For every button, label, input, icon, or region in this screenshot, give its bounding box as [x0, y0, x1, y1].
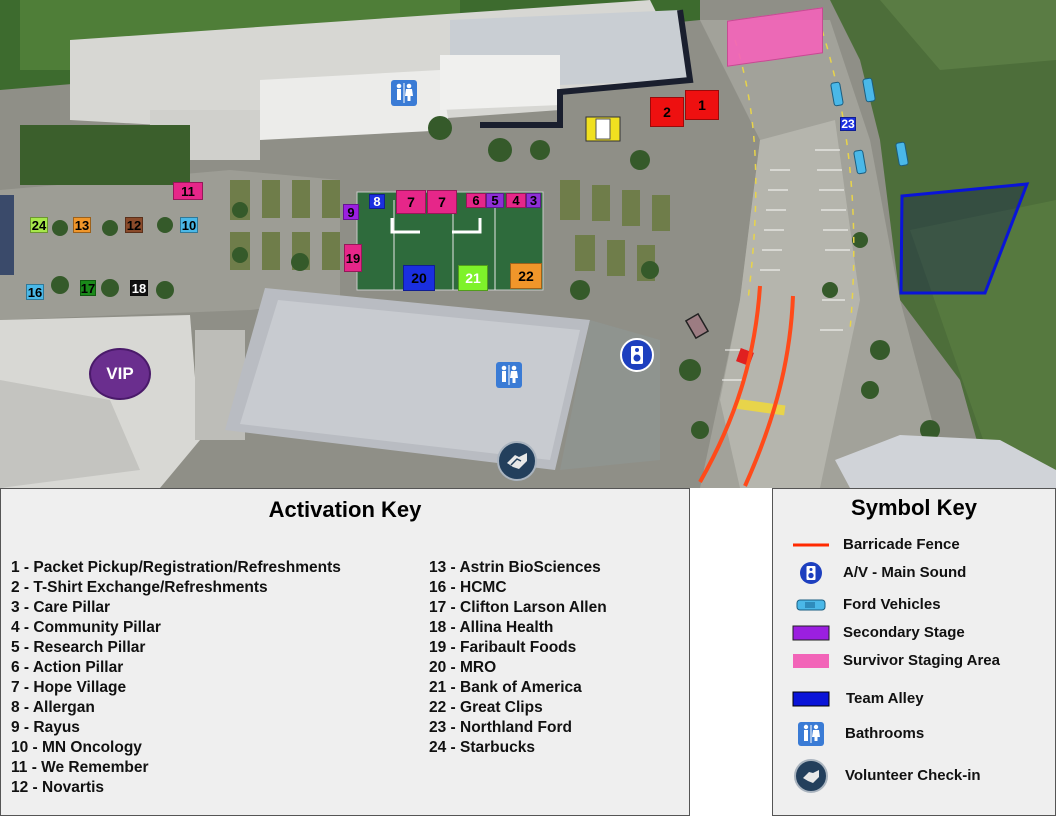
- activation-key-item: 8 - Allergan: [11, 699, 95, 716]
- team-alley-area: [698, 182, 1030, 487]
- activation-key-item: 21 - Bank of America: [429, 679, 582, 696]
- symbol-row-team-alley: Team Alley: [791, 687, 1051, 711]
- team-alley-swatch-icon: [792, 691, 830, 707]
- activation-key-item: 18 - Allina Health: [429, 619, 554, 636]
- marker-19: 19: [344, 244, 362, 272]
- marker-16: 16: [26, 284, 44, 300]
- bathroom-icon: [496, 362, 522, 388]
- symbol-row-volunteer: Volunteer Check-in: [791, 759, 1051, 793]
- symbol-row-secondary-stage: Secondary Stage: [791, 621, 1051, 645]
- symbol-row-bathrooms: Bathrooms: [791, 721, 1051, 751]
- marker-7-left: 7: [396, 190, 426, 214]
- symbol-label: Volunteer Check-in: [845, 767, 981, 784]
- marker-1: 1: [685, 90, 719, 120]
- symbol-label: Bathrooms: [845, 725, 925, 742]
- activation-key-panel: Activation Key 1 - Packet Pickup/Registr…: [0, 488, 690, 816]
- marker-2: 2: [650, 97, 684, 127]
- symbol-label: A/V - Main Sound: [843, 564, 967, 581]
- marker-17: 17: [80, 280, 96, 296]
- marker-23: 23: [840, 117, 856, 131]
- symbol-key-panel: Symbol Key Barricade Fence A/V - Main So…: [772, 488, 1056, 816]
- symbol-label: Survivor Staging Area: [843, 652, 1000, 669]
- activation-key-item: 6 - Action Pillar: [11, 659, 124, 676]
- marker-10: 10: [180, 217, 198, 233]
- symbol-key-title: Symbol Key: [851, 495, 977, 520]
- symbol-label: Team Alley: [846, 690, 924, 707]
- marker-5: 5: [486, 193, 504, 208]
- marker-12: 12: [125, 217, 143, 233]
- speaker-icon: [800, 562, 822, 584]
- activation-key-title: Activation Key: [268, 497, 422, 522]
- marker-3: 3: [526, 193, 541, 208]
- marker-6: 6: [466, 193, 486, 208]
- activation-key-item: 11 - We Remember: [11, 759, 149, 776]
- marker-7-right: 7: [427, 190, 457, 214]
- symbol-label: Barricade Fence: [843, 536, 960, 553]
- barricade-line-icon: [793, 543, 829, 547]
- marker-21: 21: [458, 265, 488, 291]
- marker-24: 24: [30, 217, 48, 233]
- activation-key-item: 9 - Rayus: [11, 719, 80, 736]
- bathroom-icon: [391, 80, 417, 106]
- ford-vehicle-icon: [796, 599, 826, 611]
- activation-key-item: 7 - Hope Village: [11, 679, 127, 696]
- speaker-icon: [620, 338, 654, 372]
- secondary-stage-swatch-icon: [792, 625, 830, 641]
- symbol-row-barricade: Barricade Fence: [791, 533, 1051, 557]
- aerial-map: 1 2 3 4 5 6 7 7 8 9 10 11 12 13 16 17 18…: [0, 0, 1056, 488]
- activation-key-item: 10 - MN Oncology: [11, 739, 142, 756]
- activation-key-item: 19 - Faribault Foods: [429, 639, 577, 656]
- symbol-row-survivor-staging: Survivor Staging Area: [791, 649, 1051, 673]
- vip-label: VIP: [106, 364, 134, 383]
- activation-key-item: 4 - Community Pillar: [11, 619, 161, 636]
- activation-key-item: 12 - Novartis: [11, 779, 105, 796]
- marker-13: 13: [73, 217, 91, 233]
- marker-9: 9: [343, 204, 359, 220]
- activation-key-item: 3 - Care Pillar: [11, 599, 111, 616]
- marker-20: 20: [403, 265, 435, 291]
- bathroom-icon: [798, 722, 824, 746]
- activation-key-item: 16 - HCMC: [429, 579, 507, 596]
- activation-key-item: 22 - Great Clips: [429, 699, 543, 716]
- activation-key-item: 5 - Research Pillar: [11, 639, 146, 656]
- activation-key-item: 24 - Starbucks: [429, 739, 535, 756]
- activation-key-item: 17 - Clifton Larson Allen: [429, 599, 607, 616]
- symbol-label: Secondary Stage: [843, 624, 965, 641]
- marker-11: 11: [173, 182, 203, 200]
- symbol-row-ford: Ford Vehicles: [791, 593, 1051, 617]
- vip-badge: VIP: [89, 348, 151, 400]
- marker-4: 4: [506, 193, 526, 208]
- survivor-staging-swatch-icon: [793, 654, 829, 668]
- marker-22: 22: [510, 263, 542, 289]
- activation-key-item: 13 - Astrin BioSciences: [429, 559, 601, 576]
- activation-key-item: 23 - Northland Ford: [429, 719, 572, 736]
- handshake-icon: [497, 441, 537, 481]
- activation-key-item: 1 - Packet Pickup/Registration/Refreshme…: [11, 559, 341, 576]
- symbol-row-av: A/V - Main Sound: [791, 561, 1051, 585]
- symbol-label: Ford Vehicles: [843, 596, 941, 613]
- handshake-icon: [794, 759, 828, 793]
- activation-key-item: 2 - T-Shirt Exchange/Refreshments: [11, 579, 268, 596]
- marker-18: 18: [130, 280, 148, 296]
- marker-8: 8: [369, 194, 385, 209]
- activation-key-item: 20 - MRO: [429, 659, 497, 676]
